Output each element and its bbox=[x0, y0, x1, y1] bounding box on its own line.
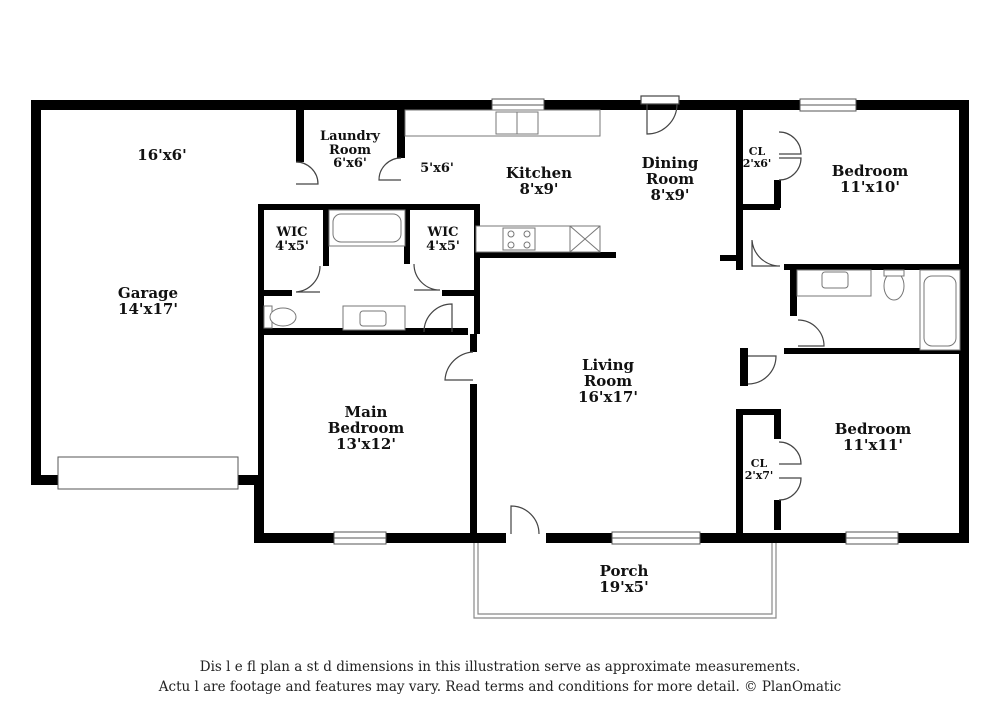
main-bedroom-label: Main Bedroom 13'x12' bbox=[327, 403, 405, 453]
toilet bbox=[269, 307, 297, 327]
disclaimer: Dis l e fl plan a st d dimensions in thi… bbox=[0, 657, 1000, 697]
main-bedroom-name-line1: Main bbox=[344, 403, 388, 421]
disclaimer-line2: Actu l are footage and features may vary… bbox=[158, 679, 842, 695]
dining-dims: 8'x9' bbox=[650, 185, 690, 204]
wic-right-dims: 4'x5' bbox=[426, 238, 460, 254]
wic-left-dims: 4'x5' bbox=[275, 238, 309, 254]
closet-top-label: CL 2'x6' bbox=[743, 146, 772, 169]
laundry-label: Laundry Room 6'x6' bbox=[320, 130, 380, 171]
bedroom-bottom-name: Bedroom bbox=[834, 420, 912, 438]
kitchen-dims: 8'x9' bbox=[519, 179, 559, 198]
wic-left-name: WIC bbox=[276, 225, 308, 240]
garage-upper-dims: 16'x6' bbox=[137, 146, 187, 164]
closet-top-dims: 2'x6' bbox=[742, 156, 772, 170]
bath2-sink bbox=[821, 271, 849, 289]
wic-left-label: WIC 4'x5' bbox=[275, 226, 309, 253]
closet-top-name: CL bbox=[748, 145, 766, 158]
garage-label: Garage 14'x17' bbox=[117, 284, 179, 318]
porch-name: Porch bbox=[599, 562, 649, 580]
porch-dims: 19'x5' bbox=[599, 577, 649, 596]
disclaimer-line1: Dis l e fl plan a st d dimensions in thi… bbox=[199, 659, 801, 675]
interior-walls bbox=[258, 106, 964, 538]
fixtures bbox=[263, 109, 961, 351]
hall-nook-label: 5'x6' bbox=[420, 162, 454, 176]
garage-upper-label: 16'x6' bbox=[137, 146, 187, 164]
dining-name-line1: Dining bbox=[641, 154, 699, 172]
living-dims: 16'x17' bbox=[578, 387, 638, 406]
dining-name-line2: Room bbox=[645, 169, 695, 188]
bedroom-top-dims: 11'x10' bbox=[840, 177, 900, 196]
kitchen-name: Kitchen bbox=[505, 164, 573, 182]
garage-name: Garage bbox=[117, 284, 179, 302]
living-label: Living Room 16'x17' bbox=[578, 356, 638, 406]
kitchen-label: Kitchen 8'x9' bbox=[505, 164, 573, 198]
laundry-name-line1: Laundry bbox=[320, 129, 380, 144]
dining-label: Dining Room 8'x9' bbox=[641, 154, 699, 204]
porch-label: Porch 19'x5' bbox=[599, 562, 649, 596]
bedroom-bottom-dims: 11'x11' bbox=[843, 435, 903, 454]
doors bbox=[295, 95, 825, 535]
wic-right-name: WIC bbox=[427, 225, 459, 240]
window-lines bbox=[334, 104, 898, 539]
closet-bottom-label: CL 2'x7' bbox=[745, 458, 774, 481]
living-name-line2: Room bbox=[583, 371, 633, 390]
closet-bottom-name: CL bbox=[750, 457, 768, 470]
vanity-sink bbox=[359, 310, 387, 327]
laundry-dims: 6'x6' bbox=[333, 156, 367, 172]
living-name-line1: Living bbox=[581, 356, 635, 374]
bedroom-top-label: Bedroom 11'x10' bbox=[831, 162, 909, 196]
hall-nook-dims: 5'x6' bbox=[420, 161, 454, 176]
garage-dims: 14'x17' bbox=[118, 299, 178, 318]
closet-bottom-dims: 2'x7' bbox=[744, 468, 774, 482]
laundry-name-line2: Room bbox=[329, 142, 371, 158]
bedroom-top-name: Bedroom bbox=[831, 162, 909, 180]
bedroom-bottom-label: Bedroom 11'x11' bbox=[834, 420, 912, 454]
main-bedroom-name-line2: Bedroom bbox=[327, 418, 405, 437]
stove bbox=[502, 227, 536, 251]
main-bedroom-dims: 13'x12' bbox=[336, 434, 396, 453]
front-door-opening bbox=[506, 532, 546, 544]
porch-outline bbox=[473, 543, 777, 619]
wic-right-label: WIC 4'x5' bbox=[426, 226, 460, 253]
